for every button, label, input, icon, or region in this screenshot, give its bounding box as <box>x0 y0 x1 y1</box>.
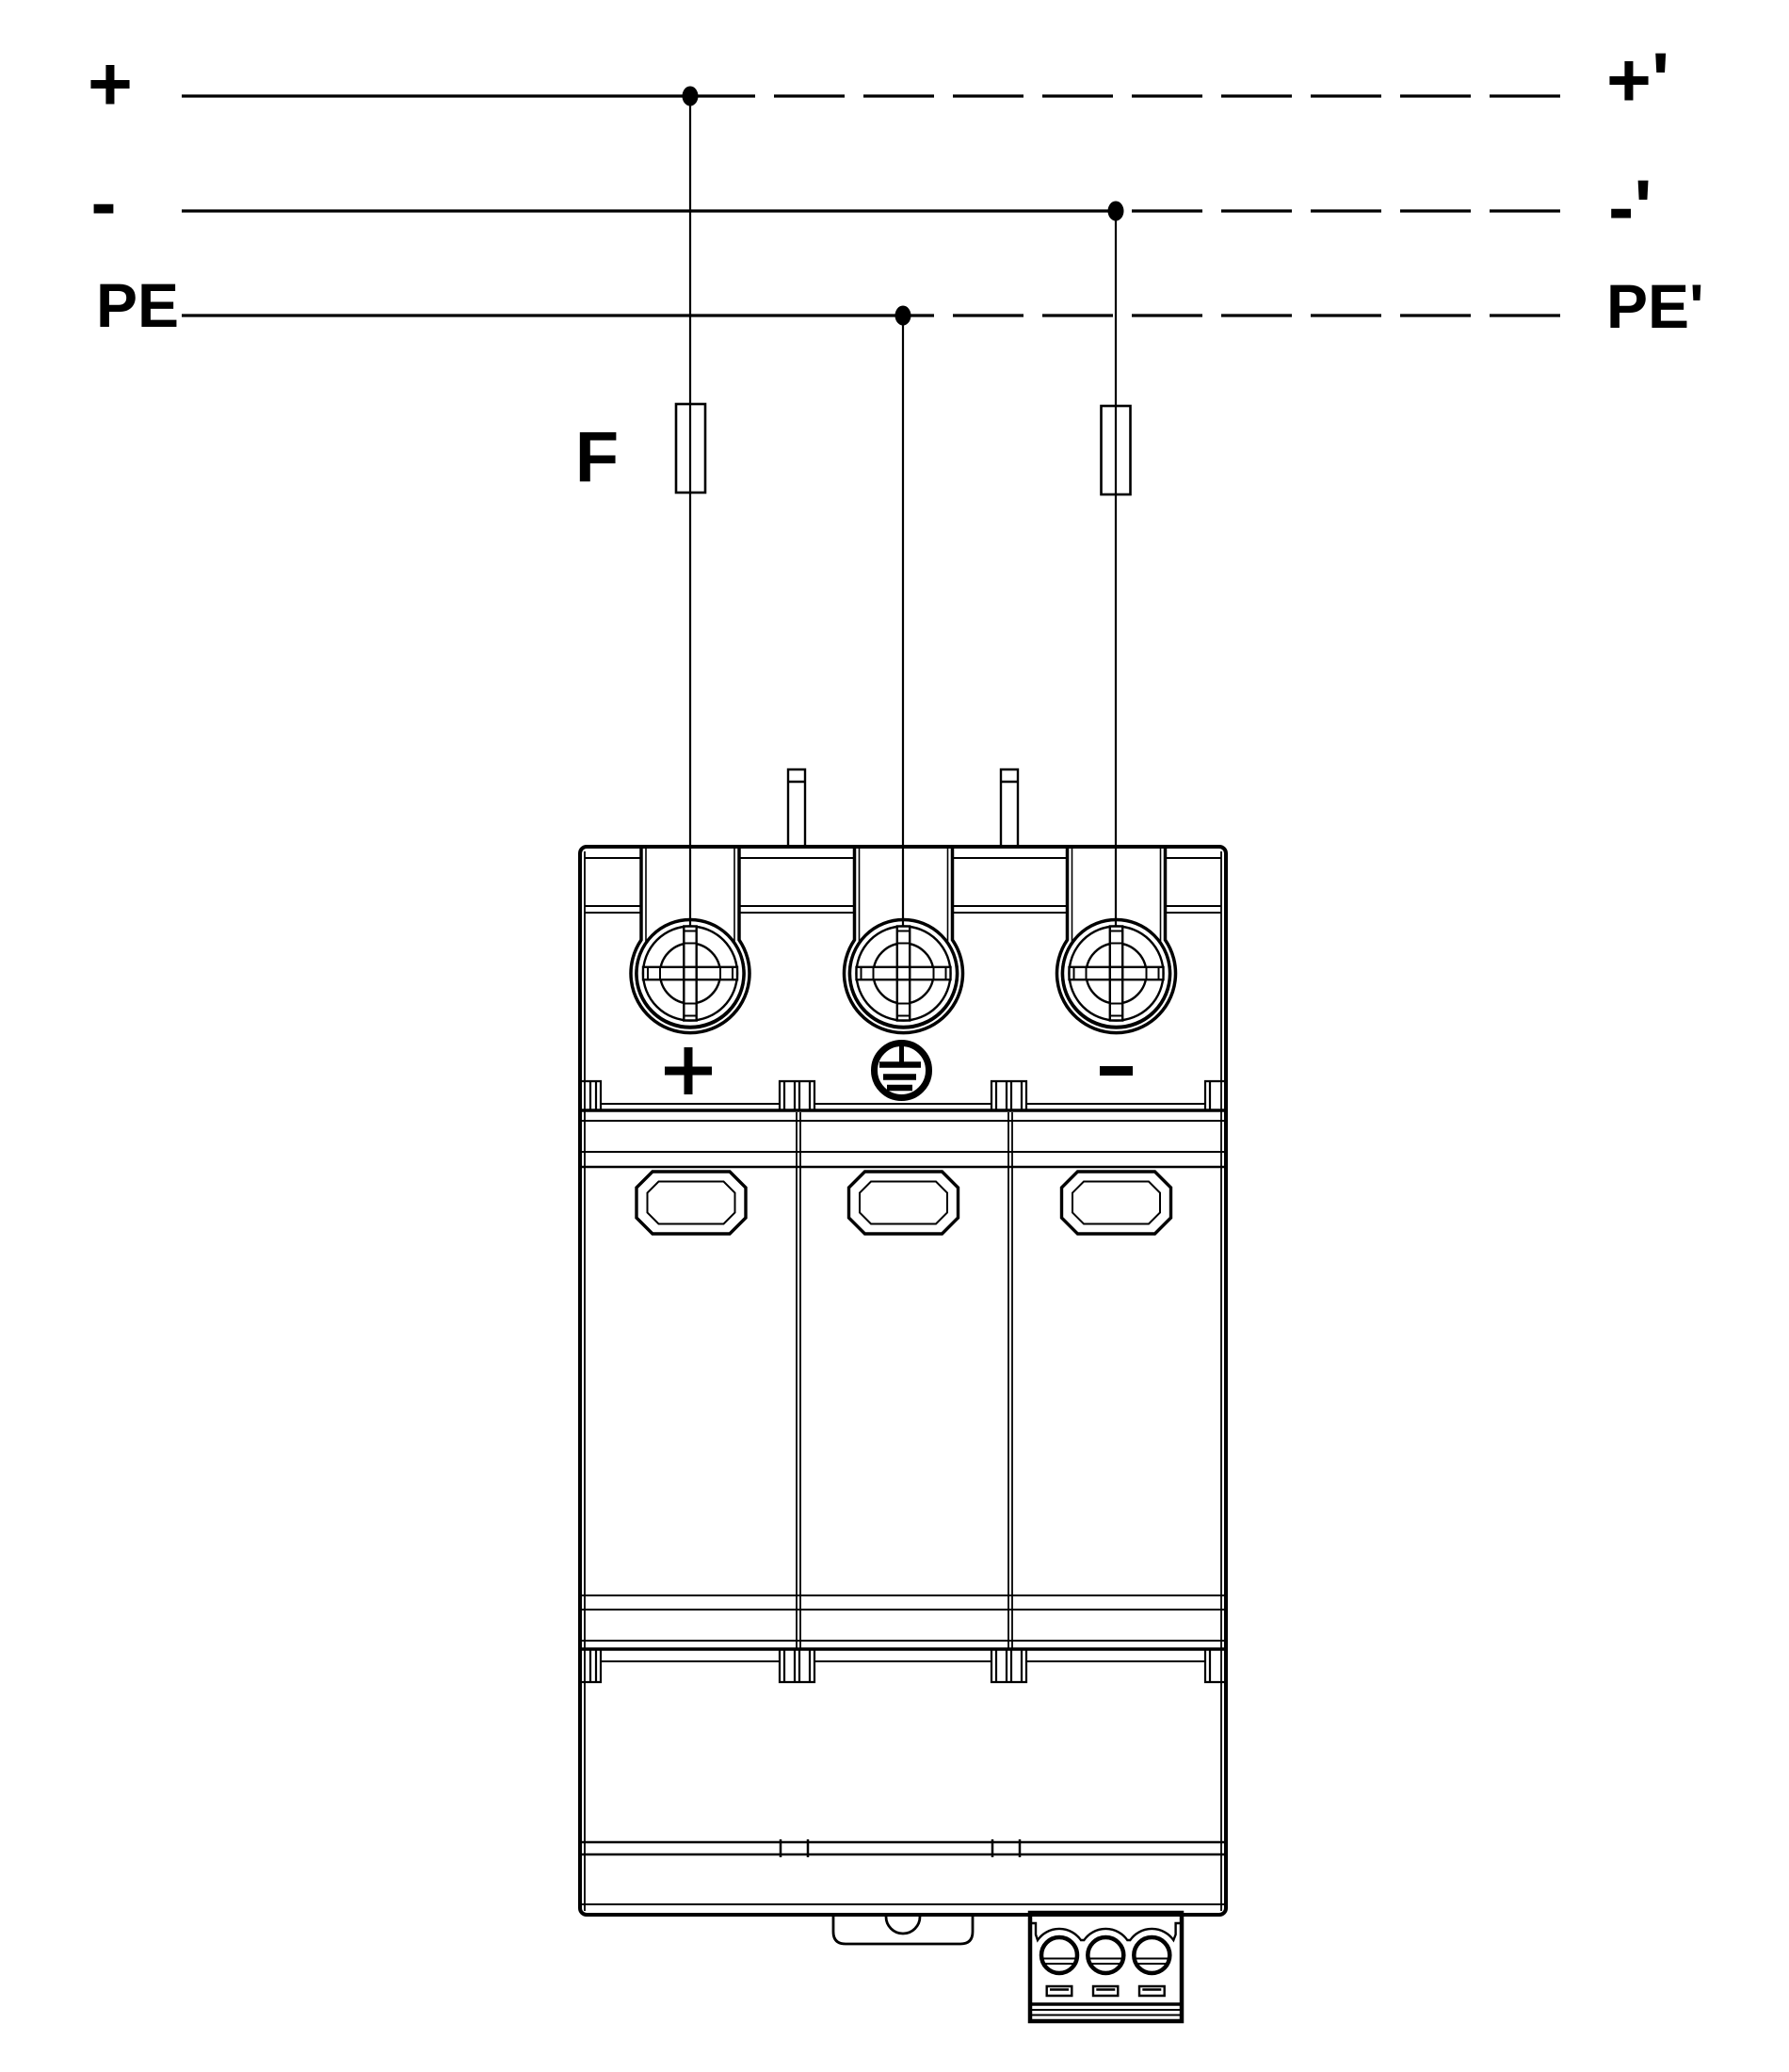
screw-terminal-positive <box>635 917 746 1029</box>
connector-screw-3 <box>1132 1934 1172 1976</box>
supply-lines <box>182 86 1560 326</box>
fuses <box>674 402 1132 496</box>
device-body-outline <box>578 845 1228 1917</box>
connector-bottom-strip <box>1030 2009 1182 2016</box>
drop-wires <box>688 96 1118 973</box>
label-pe-left: PE <box>96 270 179 340</box>
panel-lines-light <box>580 857 1226 1905</box>
label-negative-right: -' <box>1608 165 1652 251</box>
label-negative-left: - <box>90 160 116 246</box>
terminal-markings <box>665 1040 1133 1101</box>
label-positive-right: +' <box>1606 38 1669 123</box>
connector-screw-1 <box>1039 1934 1080 1976</box>
connector-housing <box>1027 1910 1185 2024</box>
connector-wire-ports <box>1045 1984 1166 1998</box>
fuse-symbol-positive <box>674 402 707 494</box>
pe-circle <box>871 1040 932 1101</box>
screw-cross-slots <box>855 925 952 1022</box>
panel-lines-medium <box>580 1165 1226 1857</box>
label-pe-right: PE' <box>1606 271 1704 341</box>
screw-cross-slots <box>641 925 739 1022</box>
top-pins <box>786 768 1020 847</box>
clip-tabs-upper <box>580 1079 1226 1110</box>
screw-outer-ring <box>635 917 746 1029</box>
screw-slot-ticks <box>1072 930 1160 1017</box>
indicator-windows-inner <box>646 1180 1161 1225</box>
label-positive-left: + <box>88 41 133 127</box>
screw-terminal-pe <box>847 917 959 1029</box>
connector-screw-2 <box>1086 1934 1126 1976</box>
connector-screw-slots <box>1041 1957 1169 1965</box>
supply-line-pe <box>182 305 1560 326</box>
indicator-windows-outer <box>635 1170 1173 1236</box>
din-rail-foot <box>831 1916 975 1946</box>
supply-line-positive <box>182 86 1560 106</box>
screw-outer-ring <box>847 917 959 1029</box>
fuse-symbol-negative <box>1100 404 1132 496</box>
supply-line-negative <box>182 201 1560 221</box>
spd-device <box>578 768 1228 2024</box>
screw-outer-ring <box>1060 917 1172 1029</box>
signal-connector <box>1027 1910 1185 2024</box>
screw-slot-ticks <box>647 930 733 1017</box>
module-dividers <box>796 1112 1013 1650</box>
clip-tabs-lower <box>580 1650 1226 1684</box>
screw-terminal-negative <box>1060 917 1172 1029</box>
connector-collar <box>1030 1921 1182 1943</box>
screw-slot-ticks <box>860 930 947 1017</box>
positive-terminal-marking <box>665 1047 712 1094</box>
pe-earth-icon <box>871 1040 932 1101</box>
pe-earth-bars <box>879 1061 921 1092</box>
negative-terminal-marking <box>1100 1066 1133 1076</box>
foot-outline <box>831 1917 975 1946</box>
terminal-towers-outer <box>629 849 1178 1035</box>
panel-lines-heavy <box>580 1109 1226 1651</box>
label-fuse: F <box>575 417 619 497</box>
screw-cross-slots <box>1068 925 1165 1022</box>
device-inner-edges <box>584 851 1222 1911</box>
foot-notch-arc <box>884 1916 922 1935</box>
